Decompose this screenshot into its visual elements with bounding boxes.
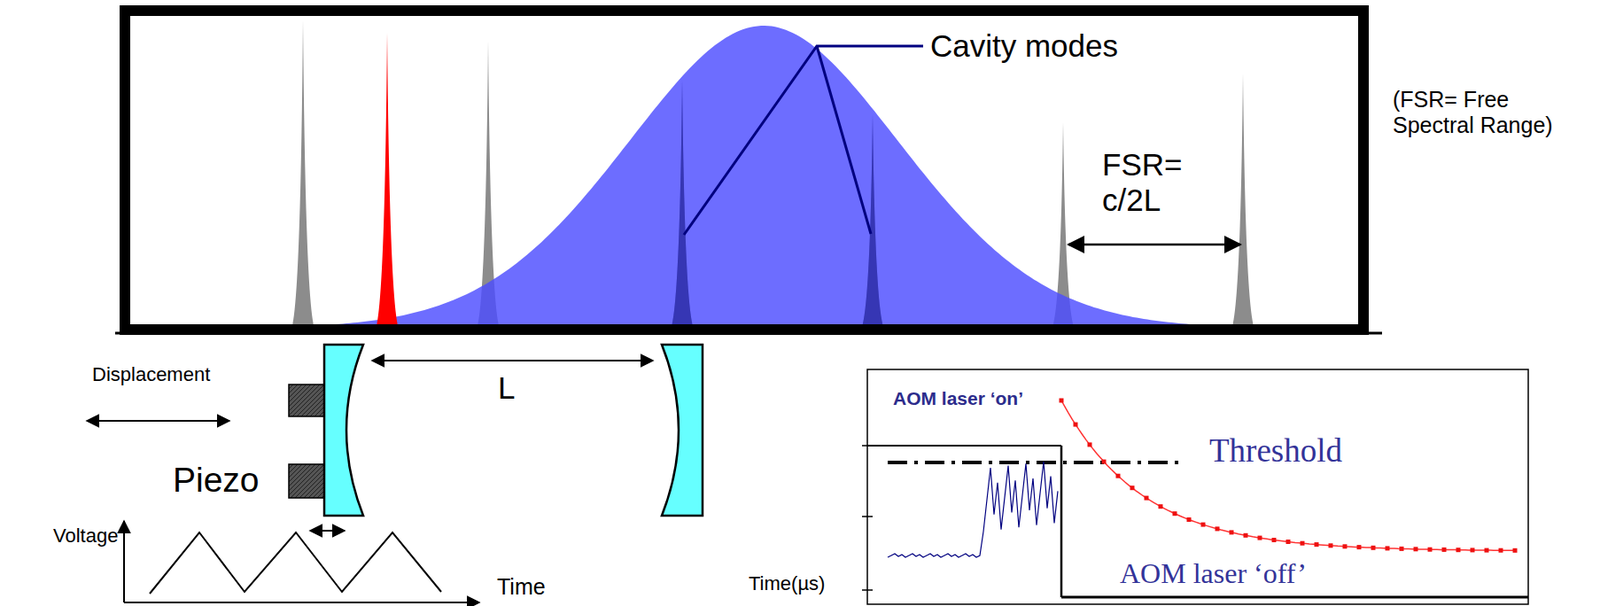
data-point	[1258, 535, 1263, 541]
threshold-line	[887, 460, 1185, 465]
tick	[862, 589, 873, 591]
mode-peak	[859, 114, 886, 332]
data-point	[1243, 533, 1249, 538]
displacement-arrow	[86, 419, 230, 422]
data-point	[1158, 504, 1164, 509]
plot-frame	[867, 369, 1529, 605]
mirror	[661, 344, 703, 516]
tick	[862, 515, 873, 518]
leader-line	[683, 46, 924, 235]
data-point	[1385, 545, 1391, 551]
data-point	[1399, 546, 1405, 552]
data-point	[1371, 545, 1376, 551]
length-arrow	[372, 359, 653, 362]
motion-arrow	[310, 529, 345, 532]
data-point	[1286, 539, 1291, 544]
data-point	[1059, 398, 1065, 404]
data-point	[1073, 422, 1079, 428]
signal-trace	[887, 461, 1058, 558]
mode-peak	[289, 20, 317, 332]
data-point	[1087, 442, 1093, 447]
data-point	[1215, 526, 1220, 531]
data-point	[1428, 547, 1433, 552]
mirror	[324, 344, 364, 516]
data-point	[1499, 548, 1504, 553]
piezo-block	[288, 384, 325, 417]
switch-line	[1060, 445, 1064, 598]
axis	[124, 601, 480, 604]
axis-label: Time(µs)	[748, 572, 825, 595]
data-point	[1442, 547, 1447, 552]
part-label: Piezo	[172, 460, 260, 501]
data-point	[1456, 547, 1461, 552]
dimension-label: L	[497, 370, 515, 406]
data-point	[1413, 546, 1419, 552]
data-point	[1187, 517, 1192, 522]
data-point	[1130, 485, 1135, 490]
data-point	[1513, 548, 1518, 553]
data-point	[1300, 541, 1305, 546]
decay-points	[1059, 398, 1518, 553]
data-point	[1201, 522, 1206, 528]
axis	[123, 520, 125, 603]
data-point	[1470, 547, 1476, 552]
piezo-block	[288, 464, 325, 498]
mode-peak	[1229, 73, 1257, 332]
triangle-wave	[149, 532, 442, 594]
mode-peak	[668, 79, 696, 332]
data-point	[1314, 542, 1320, 547]
on-level	[867, 444, 1062, 447]
gain-curve	[130, 25, 1359, 332]
dimension-label: FSR= c/2L	[1102, 147, 1213, 219]
callout-label: Cavity modes	[930, 28, 1119, 64]
state-label: AOM laser ‘off’	[1119, 557, 1307, 591]
part-label: Displacement	[92, 363, 210, 386]
note: (FSR= Free Spectral Range)	[1392, 86, 1575, 139]
data-point	[1172, 511, 1178, 516]
mode-peak	[373, 32, 401, 332]
data-point	[1272, 537, 1277, 543]
data-point	[1343, 543, 1348, 549]
data-point	[1116, 473, 1121, 479]
data-point	[1144, 496, 1150, 501]
data-point	[1229, 529, 1235, 535]
cavity-mode-peaks	[373, 32, 886, 332]
state-label: AOM laser ‘on’	[893, 388, 1026, 410]
axis-label: Time	[497, 574, 546, 600]
data-point	[1102, 459, 1107, 465]
data-point	[1484, 548, 1490, 553]
data-point	[1328, 543, 1334, 548]
baseline	[115, 332, 1383, 335]
data-point	[1357, 544, 1362, 550]
spectrum-frame	[124, 10, 1364, 330]
axis-label: Voltage	[53, 524, 118, 547]
decay-curve	[1061, 400, 1515, 551]
off-level	[1061, 596, 1529, 599]
fsr-arrow	[1068, 243, 1241, 247]
threshold-label: Threshold	[1209, 432, 1343, 471]
